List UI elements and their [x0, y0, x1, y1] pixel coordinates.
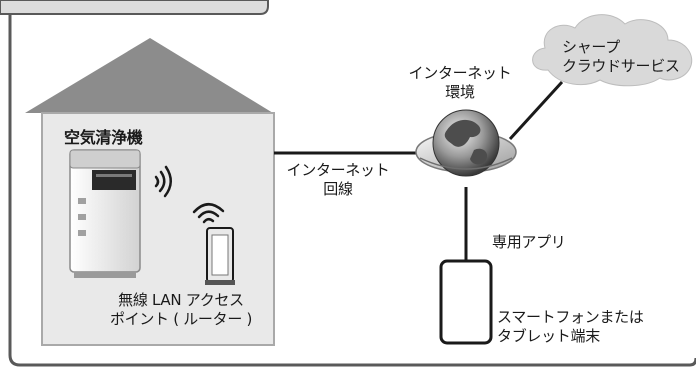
router-label-line1: 無線 LAN アクセス	[118, 291, 244, 309]
cloud-label: シャープ クラウドサービス	[548, 38, 696, 76]
outer-frame	[8, 0, 696, 367]
router-label-line2: ポイント ( ルーター )	[109, 310, 253, 328]
cloud-label-line2: クラウドサービス	[562, 57, 680, 75]
internet-env-label: インターネット 環境	[400, 64, 520, 102]
internet-line-line2: 回線	[323, 180, 353, 198]
internet-line-label: インターネット 回線	[278, 161, 398, 199]
cloud-icon	[532, 14, 693, 87]
smartphone-label-line1: スマートフォンまたは	[497, 308, 644, 326]
router-wifi-icon	[192, 203, 225, 224]
router-label: 無線 LAN アクセス ポイント ( ルーター )	[92, 291, 270, 329]
app-label: 専用アプリ	[492, 233, 566, 251]
globe-icon	[415, 109, 517, 177]
smartphone-label: スマートフォンまたは タブレット端末	[497, 308, 644, 346]
house-roof	[25, 38, 273, 113]
air-purifier-icon	[69, 149, 141, 278]
house-label: 空気清浄機	[64, 128, 143, 147]
line-globe-to-cloud	[508, 80, 564, 141]
smartphone-icon	[439, 259, 493, 345]
internet-env-line1: インターネット	[408, 64, 512, 82]
router-icon	[205, 227, 235, 285]
internet-line-line1: インターネット	[286, 161, 390, 179]
smartphone-label-line2: タブレット端末	[497, 327, 600, 345]
cloud-label-line1: シャープ	[562, 38, 620, 56]
title-tab	[0, 0, 269, 15]
wifi-signal-icon	[154, 165, 172, 198]
internet-env-line2: 環境	[445, 83, 475, 101]
